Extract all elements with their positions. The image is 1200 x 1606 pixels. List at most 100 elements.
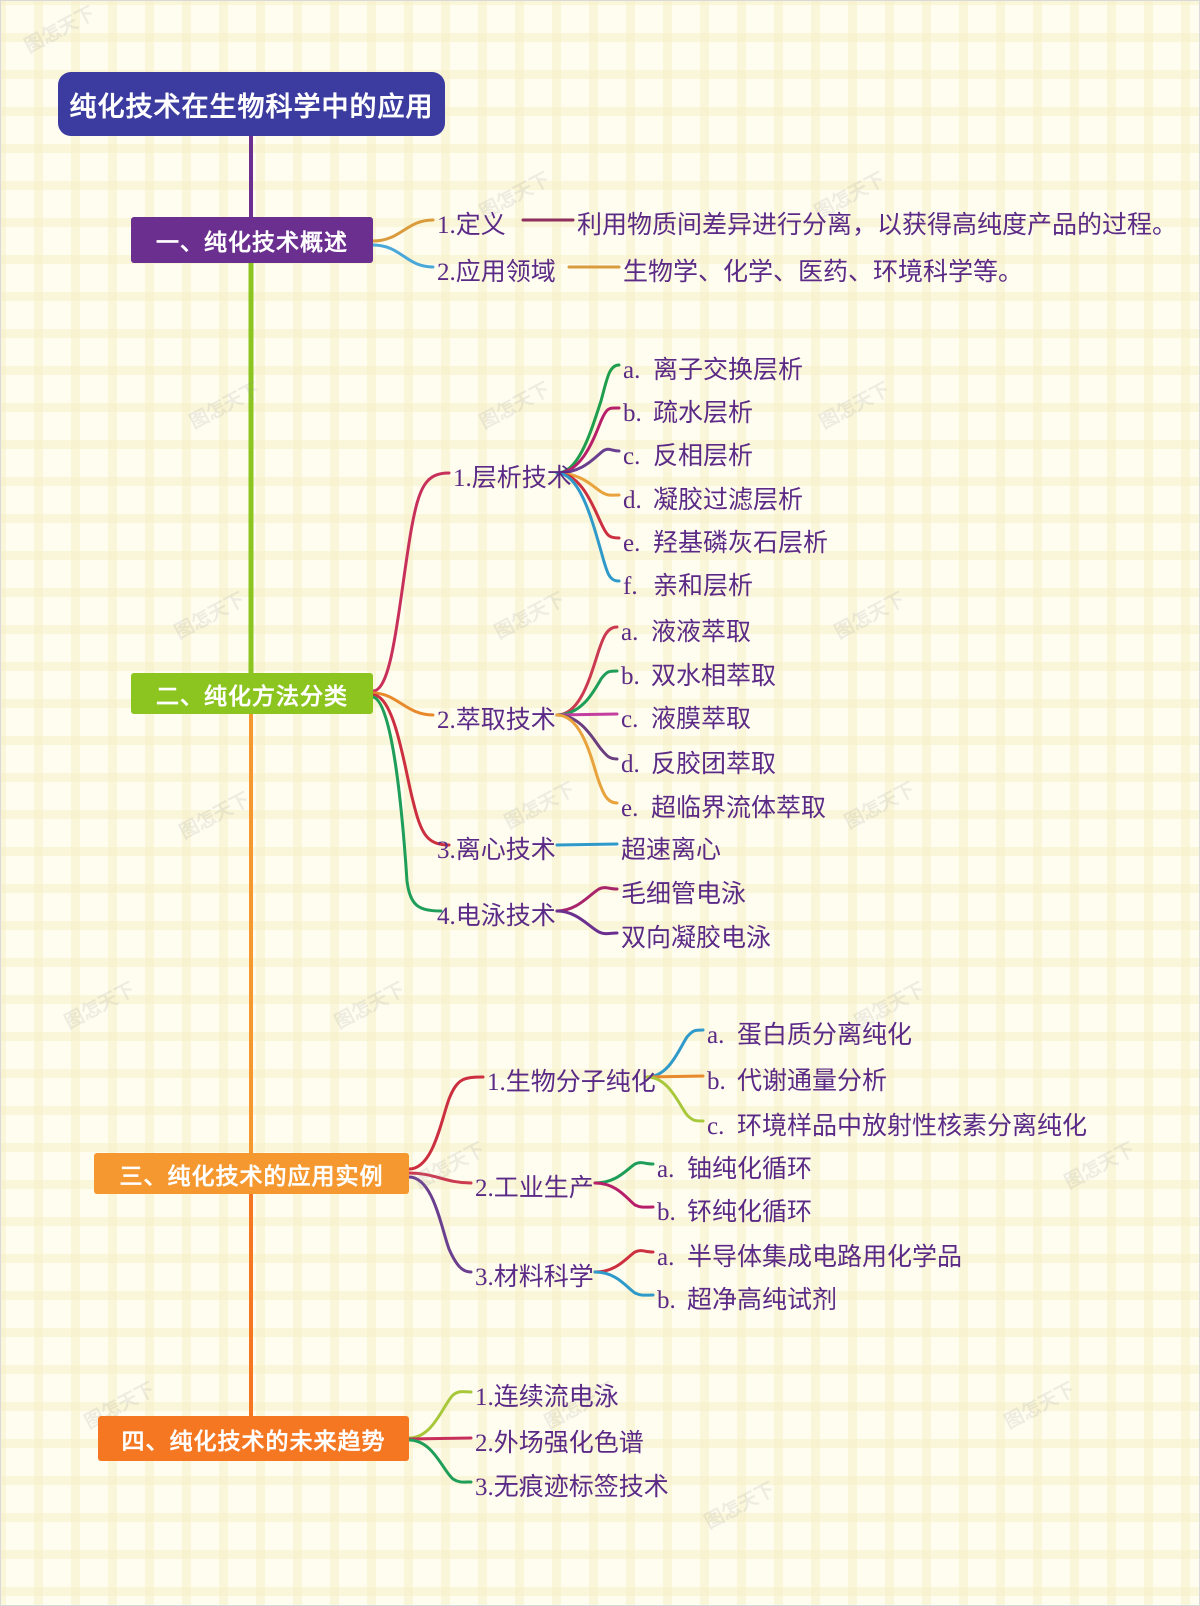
node-s1-2[interactable]: 2.应用领域 (437, 252, 556, 288)
wire-s2-2 (371, 691, 435, 717)
section-label-3: 三、纯化技术的应用实例 (119, 1162, 384, 1189)
node-s2-3[interactable]: 3.离心技术 (437, 830, 556, 866)
node-label: 外场强化色谱 (493, 1430, 644, 1457)
node-s2-1[interactable]: 1.层析技术 (453, 458, 572, 494)
node-marker: c. (707, 1113, 725, 1140)
wire-s2-4-b (555, 909, 619, 936)
node-label: 反胶团萃取 (651, 751, 777, 778)
node-marker: 2. (475, 1430, 494, 1457)
watermark: 图怎天下 (331, 979, 409, 1034)
node-s3-1-b[interactable]: b.代谢通量分析 (707, 1061, 887, 1097)
section-node-1[interactable]: 一、纯化技术概述 (131, 217, 373, 263)
node-s3-1-c[interactable]: c.环境样品中放射性核素分离纯化 (707, 1106, 1087, 1142)
watermark: 图怎天下 (171, 589, 249, 644)
node-s2-1-b[interactable]: b.疏水层析 (623, 393, 753, 429)
wire-s4-3 (407, 1438, 473, 1484)
node-marker: b. (621, 663, 640, 690)
node-label: 应用领域 (455, 259, 556, 286)
node-s4-3[interactable]: 3.无痕迹标签技术 (475, 1467, 669, 1503)
wire-s2-2-e (555, 713, 619, 805)
root-label: 纯化技术在生物科学中的应用 (69, 91, 434, 122)
node-s3-1[interactable]: 1.生物分子纯化 (487, 1062, 656, 1098)
node-marker: c. (621, 706, 639, 733)
node-label: 钚纯化循环 (687, 1199, 813, 1226)
node-marker: a. (657, 1244, 675, 1271)
node-marker: 1. (437, 212, 456, 239)
watermark: 图怎天下 (176, 789, 254, 844)
node-s2-1-d[interactable]: d.凝胶过滤层析 (623, 480, 803, 516)
node-s3-3-b[interactable]: b.超净高纯试剂 (657, 1280, 837, 1316)
node-s2-4-a[interactable]: 毛细管电泳 (621, 874, 746, 910)
node-marker: 2. (475, 1175, 494, 1202)
node-s2-2-e[interactable]: e. 超临界流体萃取 (621, 788, 826, 824)
node-label: 电泳技术 (455, 903, 556, 930)
node-label: 工业生产 (493, 1175, 594, 1202)
section-node-4[interactable]: 四、纯化技术的未来趋势 (98, 1416, 409, 1461)
node-s2-1-c[interactable]: c.反相层析 (623, 436, 753, 472)
node-label: 离心技术 (455, 837, 556, 864)
watermark: 图怎天下 (1061, 1139, 1139, 1194)
node-marker: 4. (437, 903, 456, 930)
node-s2-2-b[interactable]: b. 双水相萃取 (621, 656, 776, 692)
node-s2-2-a[interactable]: a.液液萃取 (621, 612, 751, 648)
section-node-2[interactable]: 二、纯化方法分类 (131, 673, 373, 714)
node-s3-3-a[interactable]: a. 半导体集成电路用化学品 (657, 1237, 962, 1273)
watermark: 图怎天下 (841, 779, 919, 834)
detail-text: 生物学、化学、医药、环境科学等。 (623, 259, 1024, 286)
node-s3-2[interactable]: 2.工业生产 (475, 1168, 594, 1204)
node-label: 液膜萃取 (651, 706, 752, 733)
watermark: 图怎天下 (701, 1479, 779, 1534)
node-label: 超临界流体萃取 (651, 795, 827, 822)
wire-s4-1 (407, 1390, 473, 1440)
node-s3-1-a[interactable]: a.蛋白质分离纯化 (707, 1015, 912, 1051)
node-label: 半导体集成电路用化学品 (687, 1244, 963, 1271)
node-label: 定义 (455, 212, 506, 239)
node-s2-2-d[interactable]: d. 反胶团萃取 (621, 744, 776, 780)
node-s2-1-a[interactable]: a.离子交换层析 (623, 350, 803, 386)
node-marker: 1. (475, 1384, 494, 1411)
detail-text: 利用物质间差异进行分离，以获得高纯度产品的过程。 (577, 212, 1178, 239)
node-s3-2-b[interactable]: b. 钚纯化循环 (657, 1192, 812, 1228)
watermark: 图怎天下 (21, 3, 99, 58)
node-s2-2-c[interactable]: c. 液膜萃取 (621, 699, 751, 735)
node-label: 超净高纯试剂 (687, 1287, 838, 1314)
node-marker: f. (623, 573, 638, 600)
node-s3-2-a[interactable]: a.铀纯化循环 (657, 1149, 812, 1185)
node-s3-3[interactable]: 3.材料科学 (475, 1257, 594, 1293)
node-s4-2[interactable]: 2.外场强化色谱 (475, 1423, 644, 1459)
node-marker: d. (621, 751, 640, 778)
node-s2-1-e[interactable]: e.羟基磷灰石层析 (623, 523, 828, 559)
root-node[interactable]: 纯化技术在生物科学中的应用 (58, 72, 445, 136)
section-label-2: 二、纯化方法分类 (156, 682, 348, 709)
wire-s3-2-a (593, 1161, 655, 1185)
node-marker: b. (657, 1199, 676, 1226)
node-s1-1-detail[interactable]: 利用物质间差异进行分离，以获得高纯度产品的过程。 (577, 205, 1177, 241)
node-s4-1[interactable]: 1.连续流电泳 (475, 1377, 619, 1413)
wire-s4-2 (407, 1436, 473, 1441)
watermark: 图怎天下 (61, 979, 139, 1034)
wire-s1-1 (371, 218, 435, 243)
node-s1-1[interactable]: 1.定义 (437, 205, 506, 241)
node-s2-3-a[interactable]: 超速离心 (621, 830, 721, 866)
section-node-3[interactable]: 三、纯化技术的应用实例 (94, 1153, 409, 1194)
node-marker: 1. (487, 1069, 506, 1096)
node-s2-4-b[interactable]: 双向凝胶电泳 (621, 918, 771, 954)
node-label: 层析技术 (471, 465, 572, 492)
node-marker: c. (623, 443, 641, 470)
node-s2-1-f[interactable]: f.亲和层析 (623, 566, 753, 602)
node-label: 双水相萃取 (651, 663, 777, 690)
watermark: 图怎天下 (831, 589, 909, 644)
node-marker: d. (623, 487, 642, 514)
node-marker: a. (707, 1022, 725, 1049)
node-marker: b. (707, 1068, 726, 1095)
node-label: 毛细管电泳 (621, 881, 747, 908)
wire-s2-2-b (555, 669, 619, 717)
node-s1-2-detail[interactable]: 生物学、化学、医药、环境科学等。 (623, 252, 1023, 288)
node-s2-4[interactable]: 4.电泳技术 (437, 896, 556, 932)
node-label: 萃取技术 (455, 707, 556, 734)
wire-s2-2-c (555, 712, 619, 717)
wire-s3-3-b (593, 1270, 655, 1297)
node-s2-2[interactable]: 2.萃取技术 (437, 700, 556, 736)
node-marker: e. (621, 795, 639, 822)
watermark: 图怎天下 (816, 379, 894, 434)
